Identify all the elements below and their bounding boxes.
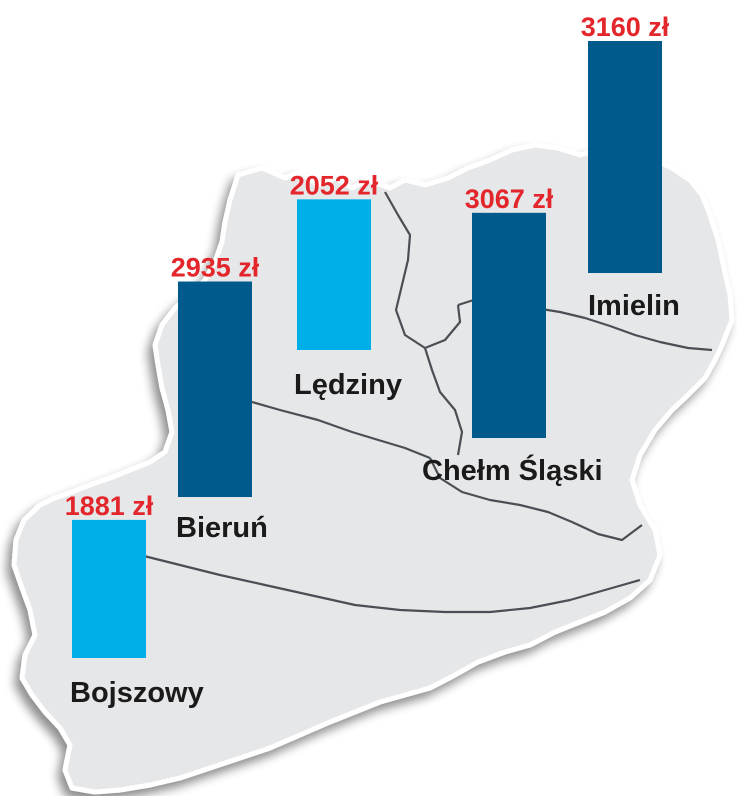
bar-3 xyxy=(297,199,371,350)
category-label-4: Chełm Śląski xyxy=(422,453,603,487)
value-label-2: 2935 zł xyxy=(171,253,260,283)
bar-5 xyxy=(588,41,662,273)
gmina-borders xyxy=(139,191,713,614)
value-label-1: 1881 zł xyxy=(65,491,154,521)
border-bojszowy-bierun xyxy=(139,553,641,614)
border-chelm-south xyxy=(429,457,643,542)
border-bierun-ledziny xyxy=(244,398,431,460)
category-label-5: Imielin xyxy=(588,290,680,322)
bar-1 xyxy=(72,519,146,658)
border-ledziny-east xyxy=(423,347,464,456)
border-ledziny-chelm xyxy=(384,191,462,350)
bars-group xyxy=(72,41,662,658)
category-label-1: Bojszowy xyxy=(70,677,204,709)
category-label-2: Bieruń xyxy=(176,512,268,544)
category-label-3: Lędziny xyxy=(294,369,402,401)
value-label-3: 2052 zł xyxy=(290,170,379,200)
value-label-5: 3160 zł xyxy=(581,12,670,42)
value-label-4: 3067 zł xyxy=(465,184,554,214)
value-labels-group: 1881 zł 2935 zł 2052 zł 3067 zł 3160 zł xyxy=(65,12,670,521)
bar-4 xyxy=(472,212,546,438)
bar-2 xyxy=(178,281,252,497)
